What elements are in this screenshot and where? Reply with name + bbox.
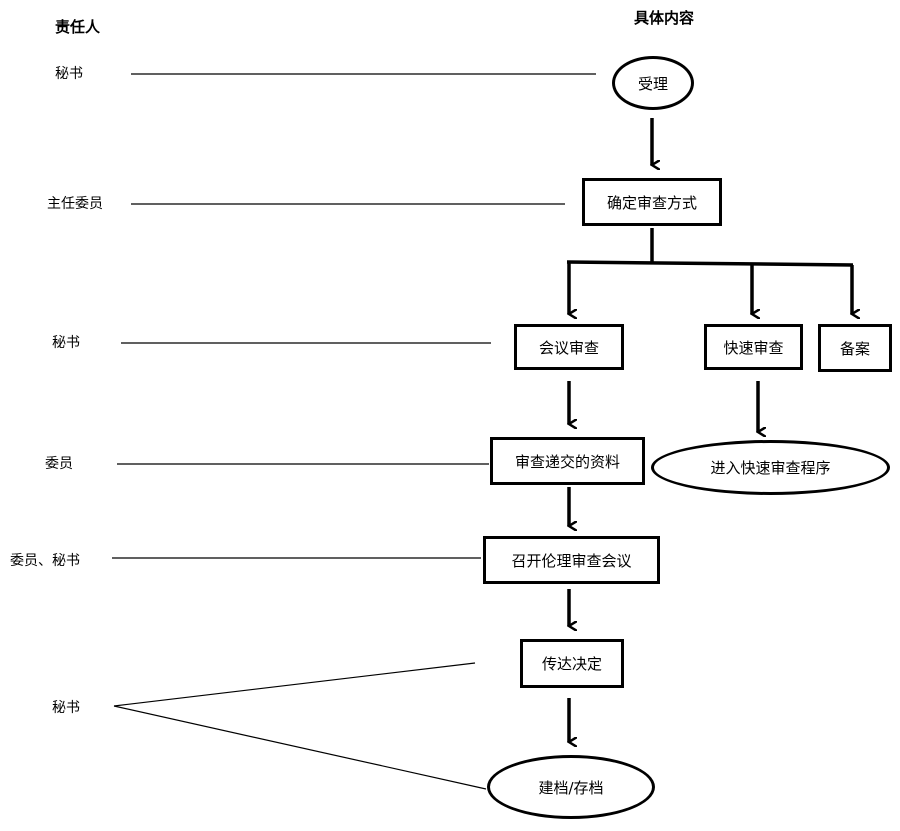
node-archive: 建档/存档 bbox=[487, 755, 655, 819]
node-accept: 受理 bbox=[612, 56, 694, 110]
role-member-secretary: 委员、秘书 bbox=[10, 553, 80, 569]
node-meeting-review: 会议审查 bbox=[514, 324, 624, 370]
role-secretary-accept: 秘书 bbox=[55, 66, 83, 82]
node-review-materials: 审查递交的资料 bbox=[490, 437, 645, 485]
role-member: 委员 bbox=[45, 456, 73, 472]
header-responsible: 责任人 bbox=[55, 18, 101, 36]
role-secretary-archive: 秘书 bbox=[52, 700, 80, 716]
node-convey-decision: 传达决定 bbox=[520, 639, 624, 688]
node-determine-review-method: 确定审查方式 bbox=[582, 178, 722, 226]
role-line-6b bbox=[113, 705, 487, 790]
branch-bar bbox=[566, 260, 854, 267]
role-line-6a bbox=[113, 662, 476, 707]
header-content: 具体内容 bbox=[634, 9, 695, 27]
node-ethics-meeting: 召开伦理审查会议 bbox=[483, 536, 660, 584]
node-filing: 备案 bbox=[818, 324, 892, 372]
role-secretary-review: 秘书 bbox=[52, 335, 80, 351]
node-enter-fast-review: 进入快速审查程序 bbox=[651, 440, 890, 495]
role-chair: 主任委员 bbox=[47, 196, 103, 212]
node-fast-review: 快速审查 bbox=[704, 324, 803, 370]
